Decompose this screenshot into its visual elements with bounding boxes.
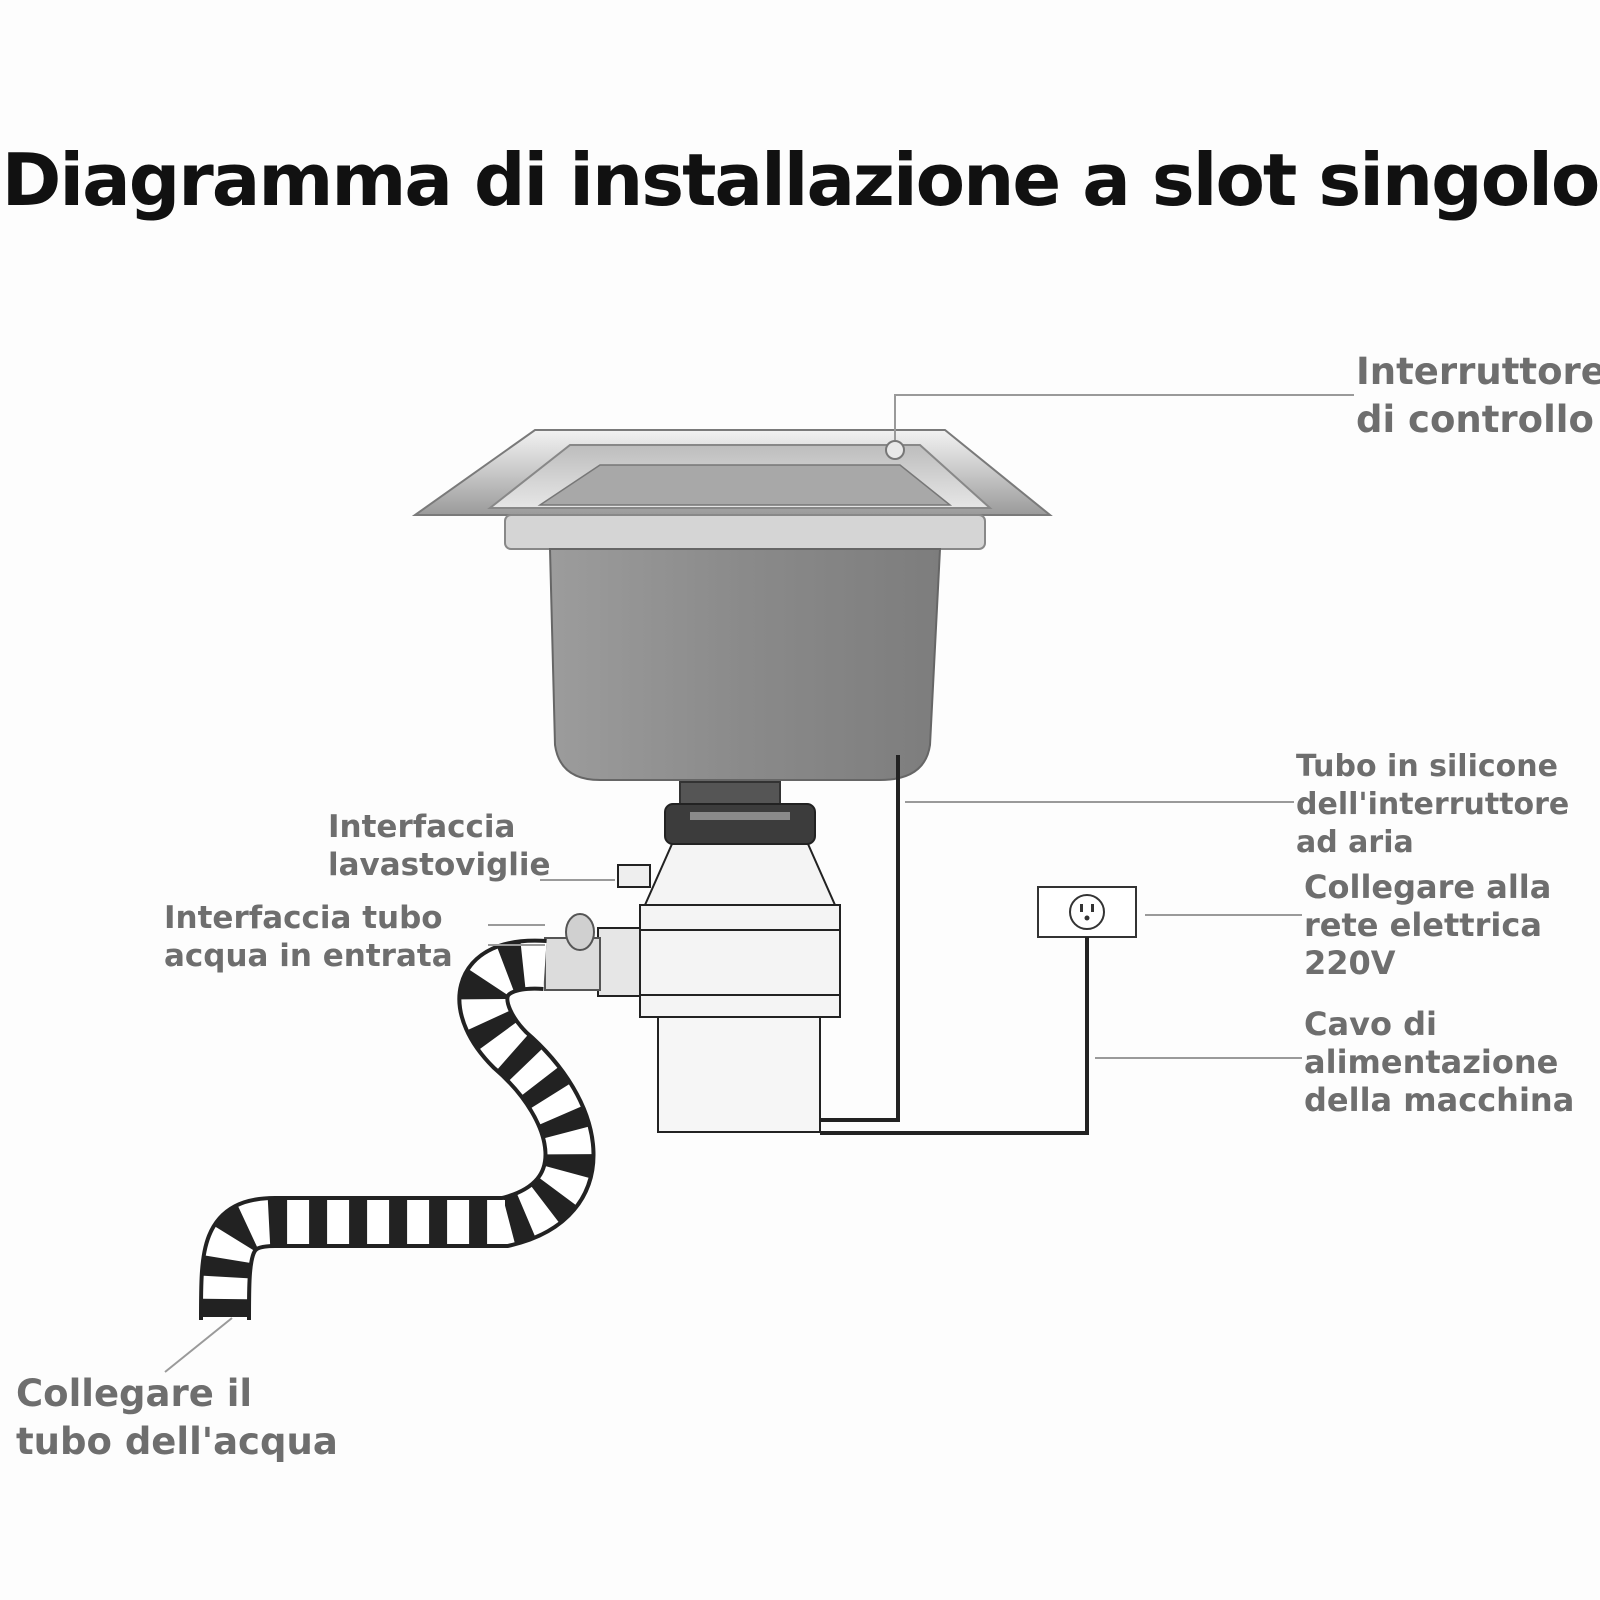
air-switch-silicone-tube [820,755,900,1122]
label-silicone-tube: Tubo in silicone dell'interruttore ad ar… [1296,748,1569,862]
label-water-inlet-interface: Interfaccia tubo acqua in entrata [164,899,453,975]
dishwasher-port [617,864,651,888]
label-line: Interfaccia tubo [164,900,443,936]
label-line: Cavo di [1304,1005,1437,1043]
label-control-switch: Interruttore di controllo [1356,348,1600,444]
label-line: rete elettrica [1304,906,1542,944]
disposer-body-upper [639,904,841,1018]
disposer-neck [643,843,837,906]
label-line: tubo dell'acqua [16,1420,338,1463]
label-line: 220V [1304,944,1396,982]
wall-outlet [1037,886,1137,938]
label-line: alimentazione [1304,1043,1559,1081]
drain-hose [199,938,596,1321]
label-line: acqua in entrata [164,938,453,974]
label-connect-water-pipe: Collegare il tubo dell'acqua [16,1370,338,1466]
label-line: Interruttore [1356,350,1600,393]
leader-lines [164,394,1354,1373]
label-power-cable: Cavo di alimentazione della macchina [1304,1005,1574,1119]
label-line: Collegare il [16,1372,253,1415]
sink-bowl [548,548,942,781]
control-switch-button [885,440,905,460]
disposer-body-lower [657,1016,821,1133]
label-line: ad aria [1296,825,1414,860]
mount-ring-highlight [690,812,790,820]
leader-water-pipe [164,1317,233,1373]
power-cable [820,937,1089,1135]
label-line: Tubo in silicone [1296,749,1558,784]
label-line: di controllo [1356,398,1594,441]
label-line: Interfaccia [328,809,516,845]
drain-flange [679,781,781,805]
inlet-knob [565,913,595,951]
sink-front-edge [504,514,986,550]
label-line: Collegare alla [1304,868,1552,906]
mount-ring [664,803,816,845]
sink [411,429,1053,781]
page-title: Diagramma di installazione a slot singol… [1,138,1600,222]
disposer-unit [544,781,841,1133]
label-line: della macchina [1304,1081,1575,1119]
label-dishwasher-interface: Interfaccia lavastoviglie [328,808,551,884]
label-line: dell'interruttore [1296,787,1570,822]
label-line: lavastoviglie [328,847,551,883]
sink-basin-opening [537,464,953,506]
leader-control-switch [894,394,1354,440]
inlet-clamp [597,927,641,997]
label-power-outlet: Collegare alla rete elettrica 220V [1304,868,1551,982]
